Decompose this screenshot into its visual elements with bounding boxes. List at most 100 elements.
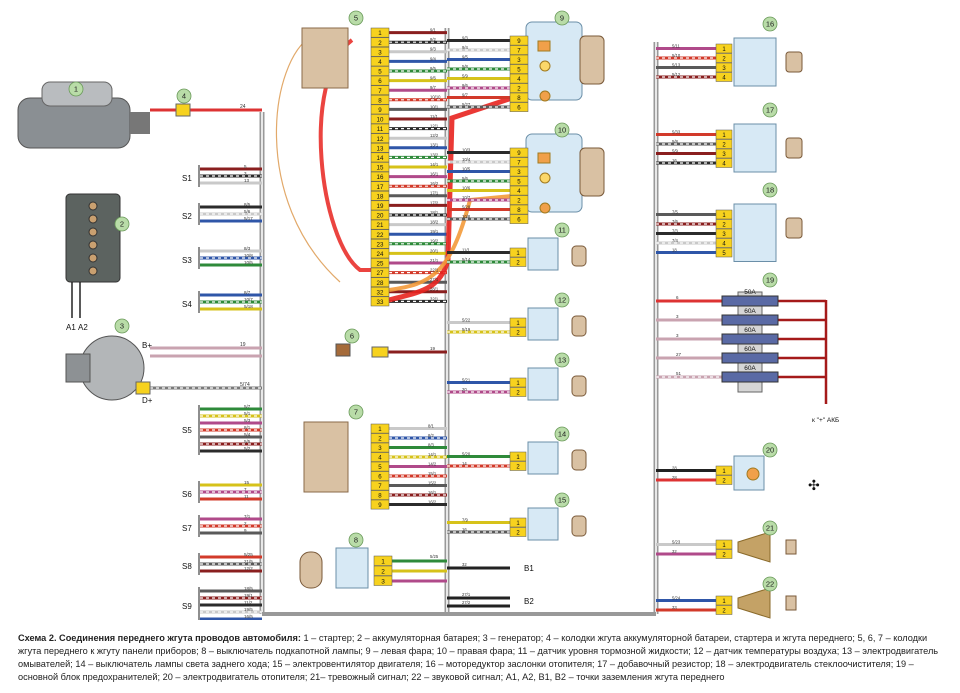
wire-label: 5/2	[244, 446, 251, 451]
fuse-rating: 60A	[744, 308, 756, 315]
pin-number: 1	[722, 543, 726, 549]
wire-label: 5/3	[244, 418, 251, 423]
device-body	[733, 37, 777, 87]
wire-label: 9/1	[430, 28, 436, 33]
wire-label: 11/2	[244, 600, 253, 605]
wire-label: 19/5	[244, 607, 253, 612]
ground-label-a2: A2	[78, 323, 88, 332]
wire-label: 14/1	[430, 162, 439, 167]
lamp-pin	[509, 83, 529, 93]
wire-label: 5/6	[462, 176, 468, 181]
pin-number: 18	[377, 193, 384, 200]
wire-label: 9/7	[462, 92, 468, 97]
pin-number: 7	[517, 48, 521, 55]
battery-cell	[88, 201, 98, 211]
pin-number: 6	[378, 474, 382, 481]
wire-label: 9/5	[462, 54, 468, 59]
wire-label: 8/1	[244, 425, 251, 430]
headlamp-plug	[579, 147, 605, 197]
connector-5-pin	[370, 277, 390, 288]
wire-label: 5	[244, 164, 247, 169]
wire-label: 32	[462, 562, 467, 567]
badge-circle	[762, 272, 778, 288]
wire-label: 14/1	[428, 452, 437, 457]
battery-cell	[88, 214, 98, 224]
connector-8-pin	[373, 555, 393, 566]
badge-number: 21	[766, 524, 774, 533]
pin-number: 3	[517, 57, 521, 64]
wire-label: 5/7	[244, 404, 251, 409]
pin-number: 1	[516, 381, 520, 387]
wire-label: 11/1	[462, 247, 471, 252]
sensor-body	[527, 237, 559, 271]
fan-icon: ✣	[808, 477, 820, 493]
badge-number: 3	[120, 322, 124, 331]
badge-circle	[114, 216, 130, 232]
wire-label: 5/33	[672, 129, 681, 134]
wire-label: 10/8	[244, 253, 253, 258]
wire-label: 5/19	[462, 327, 471, 332]
pin-number: 10	[377, 117, 384, 124]
pin-number: 32	[377, 289, 384, 296]
lamp-pin	[509, 185, 529, 196]
connector-5-pin	[370, 238, 390, 249]
connector-7-pin	[370, 499, 390, 510]
connector-5-pin	[370, 94, 390, 105]
wire-label: 5/21	[462, 377, 471, 382]
connector-5-pin	[370, 152, 390, 163]
wire-label: 22/1	[430, 268, 439, 273]
wire-label: 18	[672, 247, 677, 252]
wire-label: 19/1	[244, 593, 253, 598]
ground-label-a1: A1	[66, 323, 76, 332]
pin-number: 9	[517, 150, 521, 157]
wire-label: 10/7	[462, 195, 471, 200]
wire-label: 8/1	[428, 423, 434, 428]
lamp-pin	[509, 214, 529, 224]
connector-5-body	[301, 27, 349, 89]
pin-number: 7	[517, 160, 521, 167]
device-pin	[715, 129, 733, 140]
wire-label: 10/4	[462, 157, 471, 162]
pin-number: 2	[722, 143, 726, 149]
wire-label: 5/8	[672, 139, 678, 144]
badge-number: 7	[354, 408, 358, 417]
pin-number: 11	[377, 126, 384, 133]
switch-group-label: S2	[182, 212, 192, 221]
pin-number: 25	[377, 261, 384, 268]
badge-circle	[114, 318, 130, 334]
horn-pin	[715, 549, 733, 559]
wire-label: 17/2	[430, 200, 439, 205]
sensor-pin	[509, 317, 527, 328]
pin-number: 3	[722, 232, 726, 238]
caption: Схема 2. Соединения переднего жгута пров…	[18, 632, 946, 684]
pin-number: 2	[517, 198, 521, 205]
pin-number: 24	[377, 251, 384, 258]
wire-label: 11/1	[430, 114, 439, 119]
wire-label: 3	[244, 171, 247, 176]
wire-label: 15/2	[428, 480, 437, 485]
wire-label: 7/9	[462, 517, 468, 522]
pin-number: 9	[378, 502, 382, 509]
pin-number: 4	[517, 188, 521, 195]
connector-5-pin	[370, 286, 390, 297]
switch-8-body	[335, 547, 369, 589]
pin-number: 1	[381, 559, 385, 566]
connector-5-pin	[370, 37, 390, 48]
switch-group-label: S4	[182, 300, 192, 309]
lamp-pin	[509, 195, 529, 205]
pin-number: 2	[516, 331, 520, 337]
thin-orange-route	[275, 35, 341, 283]
connector-5-pin	[370, 104, 390, 115]
wire-label: 13/2	[430, 152, 439, 157]
connector-5-pin	[370, 66, 390, 76]
wire-label: 9/4	[462, 45, 468, 50]
heater-motor-pin	[715, 465, 733, 476]
pin-number: 15	[377, 165, 384, 172]
wire-label: 5/20	[462, 451, 471, 456]
pin-number: 8	[517, 95, 521, 102]
wire-label: 10/10	[430, 95, 441, 100]
wire-label: 10/7	[244, 297, 253, 302]
wire-label: 27/1	[430, 277, 439, 282]
pin-number: 1	[516, 321, 520, 327]
sensor-plug	[571, 375, 587, 397]
